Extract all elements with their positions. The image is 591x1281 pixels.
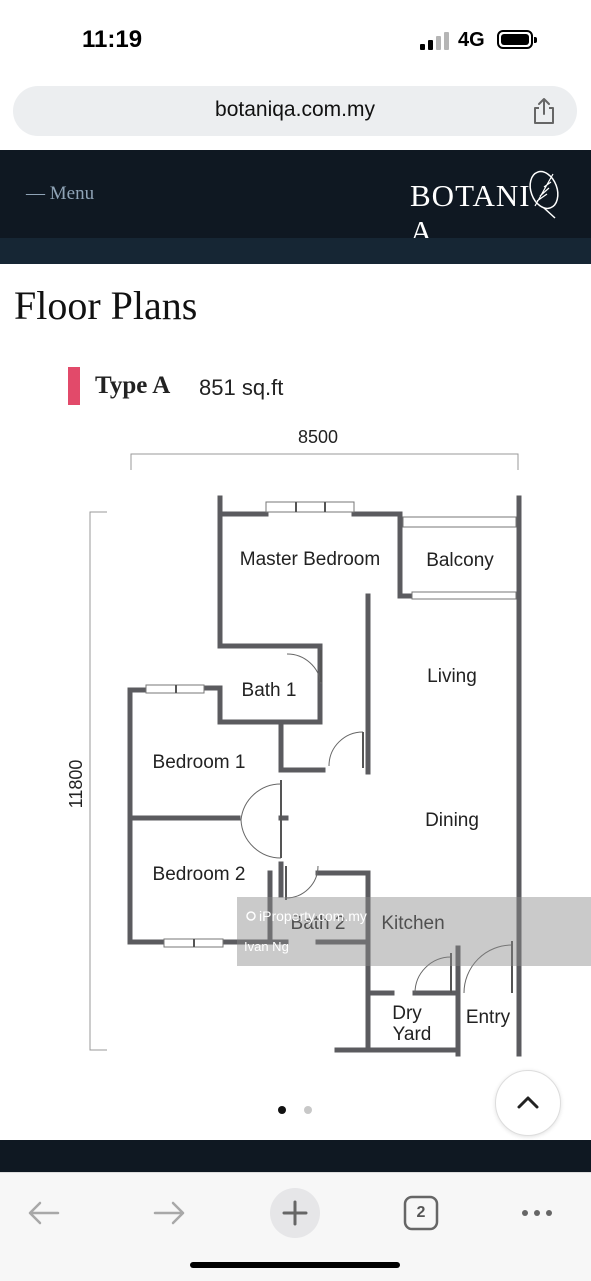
url-text[interactable]: botaniqa.com.my	[215, 98, 375, 121]
room-kitchen: Kitchen	[381, 913, 444, 934]
network-label: 4G	[458, 29, 485, 51]
site-footer-strip	[0, 1140, 591, 1172]
logo-text: BOTANI	[410, 178, 531, 213]
location-pin-icon	[246, 911, 256, 921]
address-bar[interactable]: botaniqa.com.my	[13, 86, 577, 136]
dimension-height: 11800	[66, 760, 86, 809]
room-balcony: Balcony	[426, 550, 494, 571]
status-time: 11:19	[82, 26, 143, 53]
room-dry-yard-line1: Dry	[392, 1003, 422, 1024]
room-dry-yard-line2: Yard	[393, 1024, 432, 1045]
room-bedroom-1: Bedroom 1	[153, 752, 246, 773]
carousel-dot-1[interactable]	[278, 1106, 286, 1114]
scroll-top-button[interactable]	[495, 1070, 561, 1136]
watermark-agent: Ivan Ng	[244, 939, 289, 954]
plan-type-name: Type A	[95, 372, 171, 399]
floor-plan: 8500 11800	[66, 427, 591, 1057]
back-arrow-icon[interactable]	[18, 1187, 70, 1239]
dimension-width: 8500	[298, 427, 338, 447]
tabs-icon	[403, 1195, 439, 1231]
room-bath-2: Bath 2	[291, 913, 346, 934]
tab-count: 2	[416, 1204, 426, 1221]
room-dining: Dining	[425, 810, 479, 831]
room-bath-1: Bath 1	[242, 680, 297, 701]
room-master-bedroom: Master Bedroom	[240, 549, 380, 570]
type-accent-bar	[68, 367, 80, 405]
home-indicator	[190, 1262, 400, 1268]
page-title: Floor Plans	[14, 283, 198, 328]
chevron-up-icon	[517, 1096, 539, 1109]
watermark-overlay	[237, 897, 591, 966]
share-icon[interactable]	[531, 97, 557, 125]
menu-button[interactable]: — Menu	[26, 183, 95, 204]
header-substrip	[0, 238, 591, 264]
battery-icon	[497, 30, 537, 49]
plus-icon[interactable]	[269, 1187, 321, 1239]
carousel-dot-2[interactable]	[304, 1106, 312, 1114]
leaf-logo-icon	[529, 170, 559, 219]
signal-icon	[420, 30, 450, 50]
watermark-brand: iProperty.com.my	[259, 908, 367, 924]
more-icon[interactable]	[511, 1187, 563, 1239]
site-header: — Menu BOTANIA	[0, 150, 591, 249]
room-entry: Entry	[466, 1007, 511, 1028]
tabs-button[interactable]: 2	[395, 1187, 447, 1239]
status-bar: 11:19 4G	[0, 0, 591, 80]
forward-arrow-icon[interactable]	[143, 1187, 195, 1239]
room-living: Living	[427, 666, 477, 687]
plan-area: 851 sq.ft	[199, 375, 284, 400]
room-bedroom-2: Bedroom 2	[153, 864, 246, 885]
